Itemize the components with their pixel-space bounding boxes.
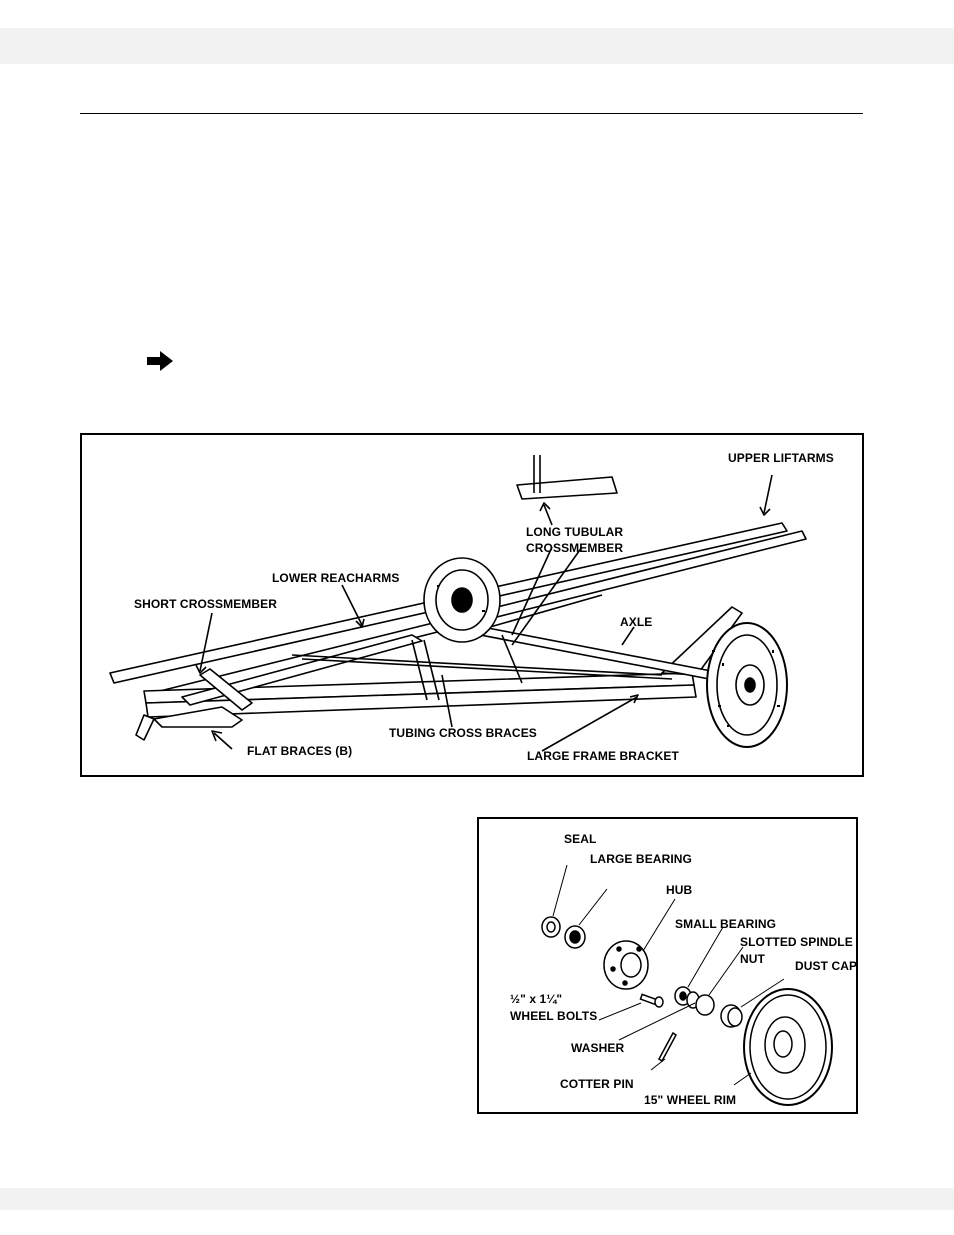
dust-cap-label: DUST CAP [795,959,858,973]
footer-band [0,1188,954,1210]
lower-reacharms-label: LOWER REACHARMS [272,571,400,585]
header-band [0,28,954,64]
hub-assembly-figure: SEAL LARGE BEARING HUB SMALL BEARING SLO… [477,817,858,1114]
large-frame-bracket-label: LARGE FRAME BRACKET [527,749,679,763]
slotted-spindle-nut-label-1: SLOTTED SPINDLE [740,935,853,949]
wheel-bolts-label-1: ½" x 1¼" [510,992,563,1006]
long-tubular-crossmember-label-1: LONG TUBULAR [526,525,624,539]
tubing-cross-braces-label: TUBING CROSS BRACES [389,726,537,740]
wheel-bolts-label-2: WHEEL BOLTS [510,1009,598,1023]
wheel-rim-label: 15" WHEEL RIM [644,1093,737,1107]
washer-label: WASHER [571,1041,625,1055]
frame-assembly-figure: UPPER LIFTARMS LONG TUBULAR CROSSMEMBER … [80,433,864,777]
hub-label: HUB [666,883,693,897]
large-bearing-label: LARGE BEARING [590,852,692,866]
long-tubular-crossmember-label-2: CROSSMEMBER [526,541,624,555]
right-arrow-icon [147,351,173,371]
upper-liftarms-label: UPPER LIFTARMS [728,451,834,465]
slotted-spindle-nut-label-2: NUT [740,952,765,966]
small-bearing-label: SMALL BEARING [675,917,777,931]
flat-braces-label: FLAT BRACES (B) [247,744,353,758]
cotter-pin-label: COTTER PIN [560,1077,634,1091]
seal-label: SEAL [564,832,597,846]
short-crossmember-label: SHORT CROSSMEMBER [134,597,278,611]
frame-assembly-drawing [109,455,807,752]
hub-assembly-drawing [541,864,833,1106]
header-rule [80,113,863,114]
axle-label: AXLE [620,615,653,629]
